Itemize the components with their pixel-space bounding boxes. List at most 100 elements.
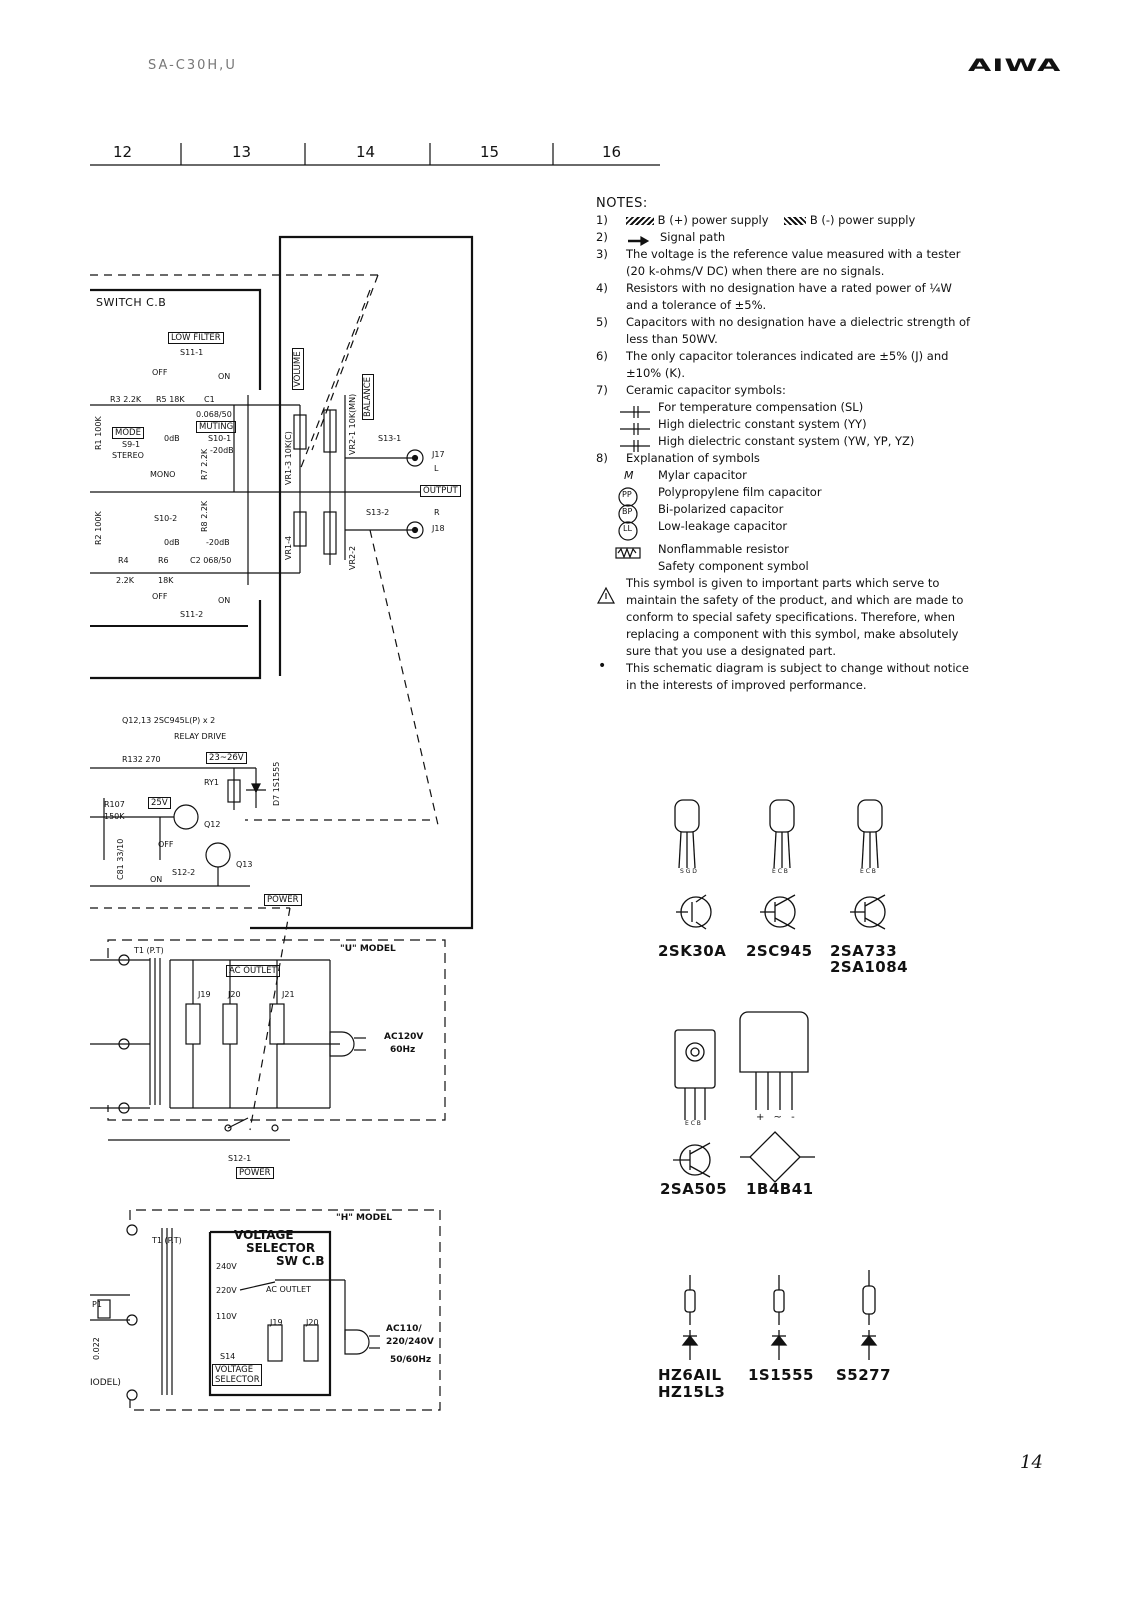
b-plus-supply-swatch (626, 216, 654, 225)
column-number-12: 12 (113, 143, 133, 161)
s10-1-label: S10-1 (208, 434, 232, 443)
part-hz15l3: HZ15L3 (658, 1383, 726, 1401)
h-model-label: "H" MODEL (336, 1213, 393, 1223)
minus20db-label-1: -20dB (210, 446, 234, 455)
zero-db-label-1: 0dB (164, 434, 180, 443)
r132-label: R132 270 (122, 755, 161, 764)
v110-label: 110V (216, 1312, 237, 1321)
r8-label: R8 2.2K (200, 500, 209, 532)
q13-label: Q13 (236, 860, 253, 869)
zero-db-label-2: 0dB (164, 538, 180, 547)
c81-label: C81 33/10 (116, 838, 125, 880)
v23-26-label: 23~26V (206, 752, 247, 764)
v220-label: 220V (216, 1286, 237, 1295)
note-5: 5) Capacitors with no designation have a… (596, 315, 971, 346)
off-label-2: OFF (152, 592, 168, 601)
balance-label: BALANCE (362, 373, 374, 420)
c1-label: C1 (204, 395, 215, 404)
output-label: OUTPUT (420, 485, 461, 497)
ceramic-yw: High dielectric constant system (YW, YP,… (658, 434, 915, 448)
s12-1-label: S12-1 (228, 1154, 252, 1163)
hz50-60-label: 50/60Hz (390, 1355, 432, 1365)
part-2sk30a: 2SK30A (658, 942, 727, 960)
cap-022-label: 0.022 (92, 1337, 101, 1360)
s13-1-label: S13-1 (378, 434, 402, 443)
voltage-selector-title: VOLTAGE (234, 1228, 294, 1242)
note-safety: This symbol is given to important parts … (626, 576, 964, 658)
r107-label: R107 (104, 800, 125, 809)
vr1-3-label: VR1-3 10K(C) (284, 431, 293, 485)
symbol-safety: Safety component symbol (658, 559, 809, 573)
note-8: 8) Explanation of symbols (596, 451, 760, 465)
r6-label: R6 (158, 556, 169, 565)
part-s5277: S5277 (836, 1366, 892, 1384)
part-2sc945: 2SC945 (746, 942, 813, 960)
bullet-icon: • (598, 658, 607, 674)
pinout-ecb-1: E C B (772, 868, 788, 875)
b-minus-supply-swatch (784, 216, 807, 225)
notes-block: NOTES: 1) B (+) power supply B (-) power… (596, 195, 976, 694)
c1-value: 0.068/50 (196, 410, 232, 419)
mono-label: MONO (150, 470, 176, 479)
pinout-ecb-2: E C B (860, 868, 876, 875)
ac110-label: AC110/ (386, 1324, 422, 1334)
page-number: 14 (1020, 1452, 1043, 1473)
vr2-2-label: VR2-2 (348, 545, 357, 570)
s13-2-label: S13-2 (366, 508, 390, 517)
r4-value: 2.2K (116, 576, 134, 585)
mode-label: MODE (112, 427, 144, 439)
part-1s1555: 1S1555 (748, 1366, 814, 1384)
column-number-14: 14 (356, 143, 376, 161)
note-3: 3) The voltage is the reference value me… (596, 247, 961, 278)
ceramic-sl: For temperature compensation (SL) (658, 400, 864, 414)
minus20db-label-2: -20dB (206, 538, 230, 547)
q12-13-label: Q12,13 2SC945L(P) x 2 (122, 716, 216, 725)
s11-2-label: S11-2 (180, 610, 204, 619)
ac220-240-label: 220/240V (386, 1337, 434, 1347)
r2-label: R2 100K (94, 511, 103, 545)
s9-1-label: S9-1 (122, 440, 141, 449)
on-label-3: ON (150, 875, 163, 884)
ry1-label: RY1 (204, 778, 220, 787)
u-model-label: "U" MODEL (340, 944, 396, 954)
switch-board-label: SWITCH C.B (96, 296, 167, 309)
s12-2-label: S12-2 (172, 868, 196, 877)
vr1-4-label: VR1-4 (284, 535, 293, 560)
brand-logo: AIWA (968, 56, 1062, 76)
p1-label: P1 (92, 1300, 102, 1309)
part-hz6ail: HZ6AIL (658, 1366, 722, 1384)
part-2sa1084: 2SA1084 (830, 958, 909, 976)
power-label-1: POWER (264, 894, 302, 906)
ac-outlet-label-u: AC OUTLET (226, 965, 280, 977)
j19-label-h: J19 (270, 1318, 283, 1327)
notes-title: NOTES: (596, 196, 648, 211)
j18-label: J18 (432, 524, 445, 533)
stereo-label: STEREO (112, 451, 144, 460)
column-number-13: 13 (232, 143, 252, 161)
j18-channel: R (434, 508, 440, 517)
selector-title: SELECTOR (246, 1241, 316, 1255)
low-filter-label: LOW FILTER (168, 332, 224, 344)
hz60-label: 60Hz (390, 1045, 416, 1055)
volume-label: VOLUME (292, 348, 304, 390)
note-1: 1) B (+) power supply B (-) power supply (596, 213, 916, 227)
r5-label: R5 18K (156, 395, 185, 404)
s10-2-label: S10-2 (154, 514, 178, 523)
column-number-15: 15 (480, 143, 500, 161)
note-7: 7) Ceramic capacitor symbols: (596, 383, 786, 397)
off-label-3: OFF (158, 840, 174, 849)
t1-pt-label-u: T1 (P.T) (134, 946, 164, 955)
sw-cb-title: SW C.B (276, 1254, 325, 1268)
note-change: • This schematic diagram is subject to c… (598, 658, 969, 692)
pinout-ecb-3: E C B (685, 1120, 701, 1127)
note-4: 4) Resistors with no designation have a … (596, 281, 952, 312)
relay-drive-label: RELAY DRIVE (174, 732, 227, 741)
q12-label: Q12 (204, 820, 221, 829)
r1-label: R1 100K (94, 416, 103, 450)
power-label-2: POWER (236, 1167, 274, 1179)
ac120-label: AC120V (384, 1032, 424, 1042)
